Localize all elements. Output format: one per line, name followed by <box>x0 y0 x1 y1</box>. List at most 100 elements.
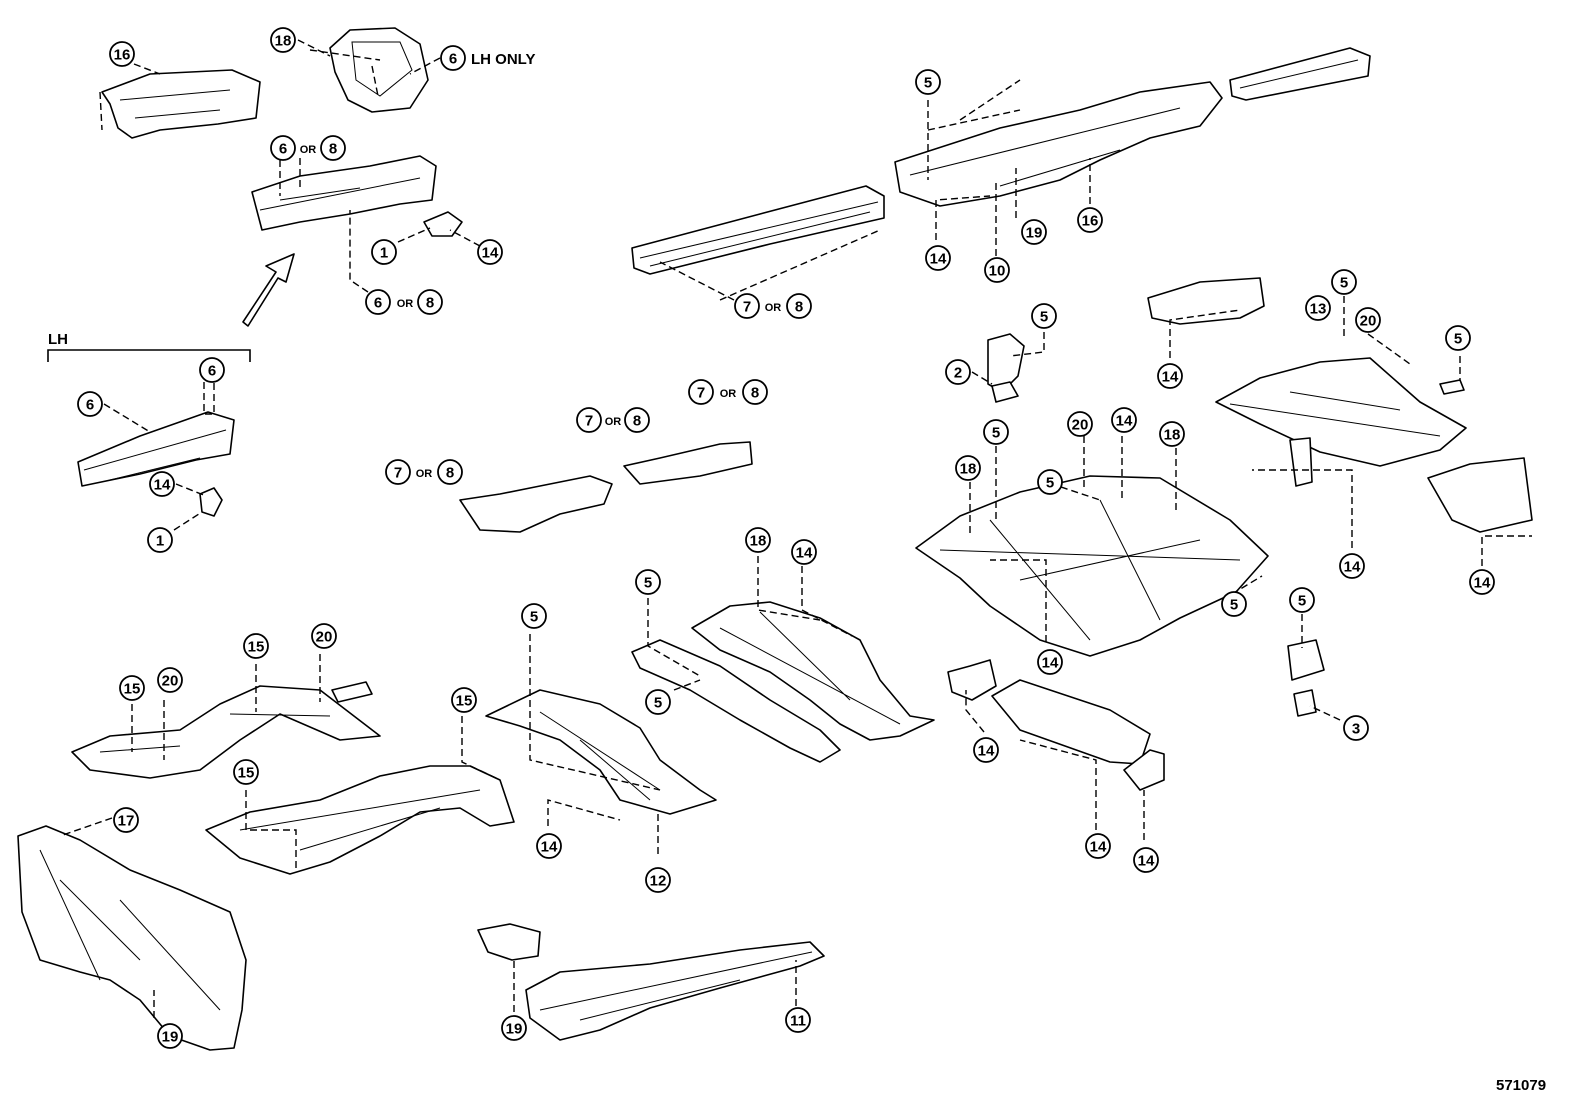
callout-16: 16 <box>1077 207 1103 233</box>
callout-ring <box>233 759 259 785</box>
callout-ring <box>477 239 503 265</box>
part-dash-lower-lh <box>71 685 381 779</box>
callout-2: 2 <box>945 359 971 385</box>
part-front-floor-pan <box>915 475 1269 657</box>
callout-number: 14 <box>978 743 995 760</box>
part-floor-side-sill <box>631 639 841 763</box>
callout-ring <box>320 135 346 161</box>
part-dash-small-20 <box>331 681 373 703</box>
callout-6: 6 <box>270 135 296 161</box>
callout-ring <box>1469 569 1495 595</box>
callout-7: 7 <box>385 459 411 485</box>
callout-number: 3 <box>1352 721 1360 738</box>
callout-ring <box>1157 363 1183 389</box>
callout-14: 14 <box>1157 363 1183 389</box>
callout-ring <box>311 623 337 649</box>
callout-ring <box>147 527 173 553</box>
callout-number: 16 <box>1082 213 1099 230</box>
part-rear-cross-upper <box>1147 277 1265 325</box>
callout-20: 20 <box>311 623 337 649</box>
callout-5: 5 <box>645 689 671 715</box>
callout-3: 3 <box>1343 715 1369 741</box>
callout-18: 18 <box>270 27 296 53</box>
direction-arrow <box>242 253 295 327</box>
part-bracket-3 <box>1293 689 1317 717</box>
callout-number: 19 <box>1026 225 1043 242</box>
callout-ring <box>742 379 768 405</box>
callout-number: 5 <box>1454 331 1462 348</box>
callout-number: 14 <box>1138 853 1155 870</box>
callout-number: 5 <box>992 425 1000 442</box>
callout-number: 14 <box>1344 559 1361 576</box>
callout-ring <box>984 257 1010 283</box>
callout-14: 14 <box>1469 569 1495 595</box>
callout-ring <box>734 293 760 319</box>
callout-ring <box>1355 307 1381 333</box>
callout-ring <box>1343 715 1369 741</box>
callout-number: 14 <box>154 477 171 494</box>
or-label: OR <box>397 298 414 310</box>
callout-ring <box>955 455 981 481</box>
callout-14: 14 <box>1339 553 1365 579</box>
callout-13: 13 <box>1305 295 1331 321</box>
part-dash-lower-center <box>205 765 515 875</box>
callout-ring <box>451 687 477 713</box>
callout-number: 16 <box>114 47 131 64</box>
callout-ring <box>77 391 103 417</box>
callout-ring <box>109 41 135 67</box>
callout-ring <box>119 675 145 701</box>
callout-19: 19 <box>501 1015 527 1041</box>
callout-number: 18 <box>275 33 292 50</box>
part-rocker-bracket <box>459 475 613 533</box>
callout-10: 10 <box>984 257 1010 283</box>
callout-number: 14 <box>482 245 499 262</box>
callout-ring <box>1331 269 1357 295</box>
callout-ring <box>385 459 411 485</box>
callout-ring <box>645 689 671 715</box>
callout-11: 11 <box>785 1007 811 1033</box>
callout-number: 5 <box>1340 275 1348 292</box>
part-rear-floor-cross <box>1215 357 1467 467</box>
callout-8: 8 <box>786 293 812 319</box>
callout-8: 8 <box>417 289 443 315</box>
part-dash-side-upper <box>101 69 261 139</box>
callout-15: 15 <box>119 675 145 701</box>
callout-5: 5 <box>1031 303 1057 329</box>
callout-ring <box>645 867 671 893</box>
callout-number: 1 <box>380 245 388 262</box>
callout-ring <box>437 459 463 485</box>
callout-16: 16 <box>109 41 135 67</box>
callout-number: 14 <box>1042 655 1059 672</box>
callout-14: 14 <box>149 471 175 497</box>
callout-number: 6 <box>208 363 216 380</box>
callout-ring <box>1077 207 1103 233</box>
part-center-cross-member <box>991 679 1151 765</box>
part-rocker-reinforcement <box>623 441 753 485</box>
callout-12: 12 <box>645 867 671 893</box>
callout-ring <box>576 407 602 433</box>
callout-number: 18 <box>960 461 977 478</box>
lh-label: LH <box>48 331 68 348</box>
callout-number: 5 <box>1040 309 1048 326</box>
part-strut-tower <box>329 27 429 113</box>
figure-number: 571079 <box>1496 1077 1546 1094</box>
callout-number: 20 <box>1360 313 1377 330</box>
callout-ring <box>113 807 139 833</box>
callout-number: 13 <box>1310 301 1327 318</box>
part-rear-cross-lower <box>1427 457 1533 533</box>
callout-1: 1 <box>371 239 397 265</box>
callout-number: 14 <box>541 839 558 856</box>
callout-number: 6 <box>449 51 457 68</box>
callout-number: 5 <box>644 575 652 592</box>
callout-number: 18 <box>1164 427 1181 444</box>
callout-ring <box>199 357 225 383</box>
callout-5: 5 <box>983 419 1009 445</box>
callout-15: 15 <box>243 633 269 659</box>
callout-number: 6 <box>374 295 382 312</box>
callout-number: 12 <box>650 873 667 890</box>
callout-ring <box>1289 587 1315 613</box>
callout-8: 8 <box>742 379 768 405</box>
callout-ring <box>501 1015 527 1041</box>
callout-ring <box>945 359 971 385</box>
